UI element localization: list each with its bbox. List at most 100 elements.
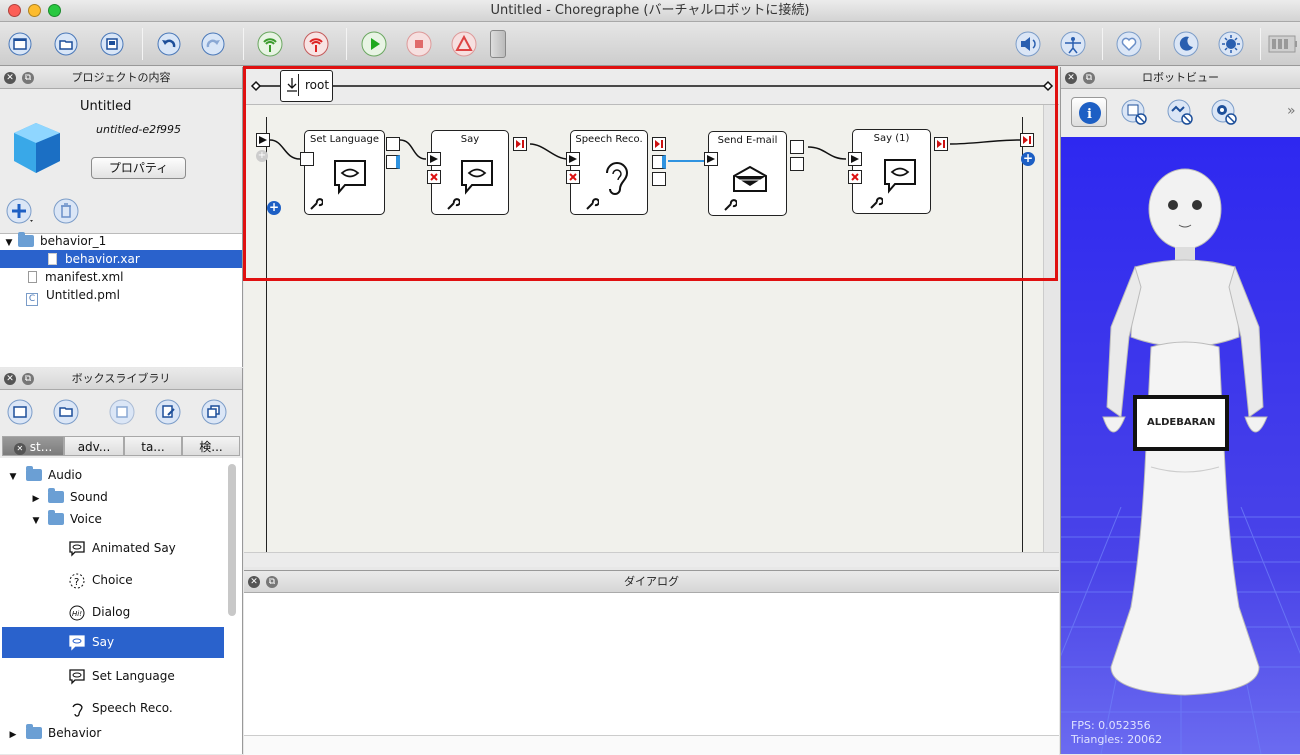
input-port[interactable] xyxy=(848,152,862,166)
save-icon[interactable] xyxy=(98,30,126,58)
root-breadcrumb[interactable]: root xyxy=(280,70,333,102)
add-output-icon[interactable]: + xyxy=(1021,151,1035,166)
library-item-dialog[interactable]: Hi!Dialog xyxy=(0,598,224,626)
flow-end-port[interactable] xyxy=(1020,133,1034,147)
info-button[interactable]: i xyxy=(1071,97,1107,127)
tab-search[interactable]: 検... xyxy=(182,436,240,456)
stop-port[interactable] xyxy=(848,170,862,184)
sleep-moon-icon[interactable] xyxy=(1172,30,1200,58)
float-panel-icon[interactable]: ⧉ xyxy=(22,72,34,84)
library-folder-behavior[interactable]: ▶Behavior xyxy=(9,724,102,740)
float-panel-icon[interactable]: ⧉ xyxy=(266,576,278,588)
float-panel-icon[interactable]: ⧉ xyxy=(22,373,34,385)
folder-icon xyxy=(26,466,42,481)
flow-horizontal-scroll[interactable] xyxy=(244,552,1059,567)
flow-box-speech-reco[interactable]: Speech Reco. xyxy=(570,130,648,215)
input-port[interactable] xyxy=(704,152,718,166)
open-library-icon[interactable] xyxy=(52,398,80,429)
play-icon[interactable] xyxy=(360,30,388,58)
settings-off-icon[interactable] xyxy=(1207,97,1241,130)
library-item-speech-reco[interactable]: Speech Reco. xyxy=(0,694,224,722)
folder-icon xyxy=(26,724,42,739)
flow-box-set-language[interactable]: Set Language xyxy=(304,130,385,215)
close-panel-icon[interactable]: ✕ xyxy=(4,72,16,84)
tree-item-behavior-xar[interactable]: behavior.xar xyxy=(0,250,242,268)
add-item-icon[interactable] xyxy=(6,197,36,225)
edit-library-icon[interactable] xyxy=(154,398,182,429)
output-port-none[interactable] xyxy=(652,172,666,186)
close-panel-icon[interactable]: ✕ xyxy=(1065,72,1077,84)
library-folder-sound[interactable]: ▶Sound xyxy=(32,488,108,504)
add-input-icon[interactable]: + xyxy=(256,150,268,162)
add-input-blue-icon[interactable]: + xyxy=(267,200,281,215)
dialog-input-field[interactable] xyxy=(244,735,1059,755)
more-chevron-icon[interactable]: » xyxy=(1287,103,1296,119)
root-label: root xyxy=(305,78,330,92)
undo-icon[interactable] xyxy=(155,30,183,58)
camera-off-icon[interactable] xyxy=(1117,97,1151,130)
tab-advanced[interactable]: adv... xyxy=(64,436,124,456)
float-panel-icon[interactable]: ⧉ xyxy=(1083,72,1095,84)
tablet-screen: ALDEBARAN xyxy=(1133,395,1229,451)
highlight-rectangle xyxy=(243,66,1058,281)
library-item-animated-say[interactable]: Animated Say xyxy=(0,534,224,562)
flow-box-say[interactable]: Say xyxy=(431,130,509,215)
output-port[interactable] xyxy=(790,157,804,171)
connect-wifi-icon[interactable] xyxy=(256,30,284,58)
project-id: untitled-e2f995 xyxy=(96,123,182,136)
input-port[interactable] xyxy=(300,152,314,166)
stop-port[interactable] xyxy=(427,170,441,184)
library-item-set-language[interactable]: Set Language xyxy=(0,662,224,690)
project-cube-icon xyxy=(10,119,64,175)
robot-3d-viewport[interactable]: ALDEBARAN FPS: 0.052356 Triangles: 20062 xyxy=(1061,137,1300,754)
new-box-icon[interactable] xyxy=(6,398,34,429)
slider-handle[interactable] xyxy=(490,30,506,58)
tab-standard[interactable]: ✕st... xyxy=(2,436,64,456)
properties-button[interactable]: プロパティ xyxy=(91,157,186,179)
output-port[interactable] xyxy=(790,140,804,154)
debug-warning-icon[interactable] xyxy=(450,30,478,58)
open-folder-icon[interactable] xyxy=(52,30,80,58)
close-panel-icon[interactable]: ✕ xyxy=(4,373,16,385)
output-port[interactable] xyxy=(934,137,948,151)
vitruvian-icon[interactable] xyxy=(1059,30,1087,58)
library-folder-voice[interactable]: ▼Voice xyxy=(32,510,102,526)
wake-sun-icon[interactable] xyxy=(1217,30,1245,58)
tree-item-manifest[interactable]: manifest.xml xyxy=(0,268,242,286)
stop-port[interactable] xyxy=(566,170,580,184)
input-port[interactable] xyxy=(566,152,580,166)
box-title: Speech Reco. xyxy=(575,134,643,145)
stop-icon[interactable] xyxy=(405,30,433,58)
library-scrollbar[interactable] xyxy=(228,464,236,616)
output-port-word[interactable] xyxy=(652,155,666,169)
output-port[interactable] xyxy=(513,137,527,151)
robot-panel-title: ロボットビュー xyxy=(1142,71,1219,84)
delete-trash-icon[interactable] xyxy=(52,197,80,225)
tab-tags[interactable]: ta... xyxy=(124,436,182,456)
library-item-say[interactable]: Say xyxy=(2,627,224,658)
volume-icon[interactable] xyxy=(1014,30,1042,58)
output-port-data[interactable] xyxy=(386,155,400,169)
close-panel-icon[interactable]: ✕ xyxy=(248,576,260,588)
left-boundary xyxy=(266,117,267,567)
output-port[interactable] xyxy=(386,137,400,151)
close-window-button[interactable] xyxy=(8,4,21,17)
minimize-window-button[interactable] xyxy=(28,4,41,17)
motion-off-icon[interactable] xyxy=(1163,97,1197,130)
disconnect-wifi-icon[interactable] xyxy=(302,30,330,58)
zoom-window-button[interactable] xyxy=(48,4,61,17)
redo-icon[interactable] xyxy=(199,30,227,58)
copy-library-icon[interactable] xyxy=(200,398,228,429)
library-item-choice[interactable]: ?Choice xyxy=(0,566,224,594)
new-project-icon[interactable] xyxy=(6,30,34,58)
flow-box-send-email[interactable]: Send E-mail xyxy=(708,131,787,216)
library-folder-audio[interactable]: ▼Audio xyxy=(9,466,83,482)
robot-view-toolbar: i » xyxy=(1061,89,1300,135)
output-port[interactable] xyxy=(652,137,666,151)
tree-item-behavior-folder[interactable]: ▼behavior_1 xyxy=(5,232,107,248)
save-library-icon[interactable] xyxy=(108,398,136,429)
heart-icon[interactable] xyxy=(1115,30,1143,58)
flow-start-port[interactable] xyxy=(256,133,270,147)
input-port[interactable] xyxy=(427,152,441,166)
